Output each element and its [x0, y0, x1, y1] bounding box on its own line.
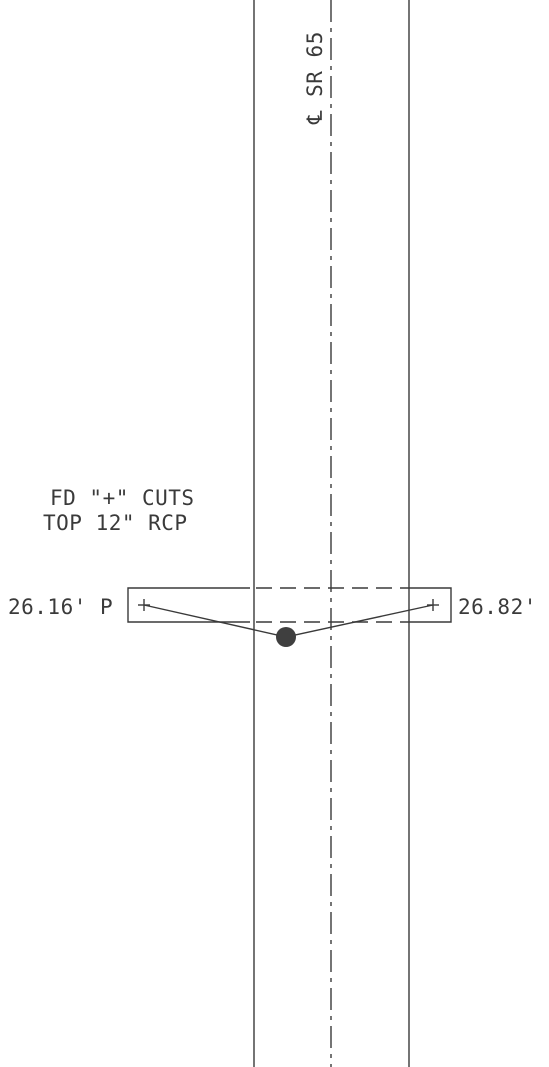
survey-point-marker [276, 627, 296, 647]
left-measurement: 26.16' P [8, 595, 113, 619]
right-tie-line [285, 604, 434, 638]
pipe-left-segment [127, 587, 250, 623]
note-line-2: TOP 12" RCP [43, 511, 188, 535]
pipe-right-segment [410, 587, 452, 623]
left-tie-line [143, 604, 287, 638]
note-line-1: FD "+" CUTS [50, 486, 195, 510]
centerline-label: ℄ SR 65 [303, 31, 327, 125]
right-measurement: 26.82' [458, 595, 537, 619]
